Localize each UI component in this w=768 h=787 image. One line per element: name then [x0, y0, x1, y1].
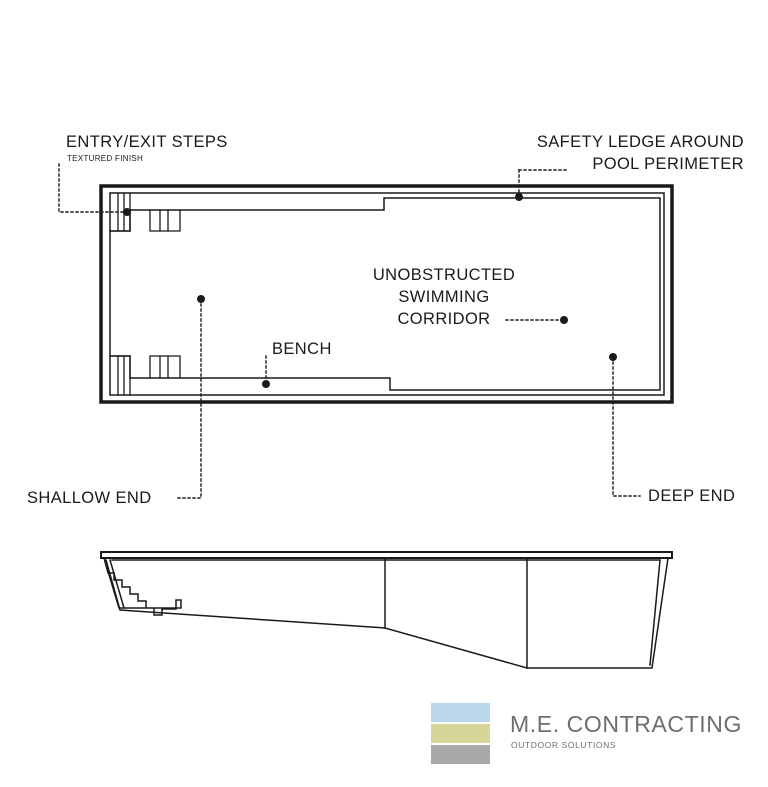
- entry-steps-bottom: [109, 355, 181, 396]
- logo-tagline: OUTDOOR SOLUTIONS: [511, 740, 617, 750]
- corridor-dot: [560, 316, 568, 324]
- shallow-end-dot: [197, 295, 205, 303]
- entry-steps-dot: [123, 208, 131, 216]
- logo-company-name: M.E. CONTRACTING: [510, 711, 742, 737]
- pool-outer-frame: [99, 184, 674, 404]
- safety-ledge-label-line1: SAFETY LEDGE AROUND: [536, 133, 744, 151]
- bench-dot: [262, 380, 270, 388]
- entry-steps-top: [109, 192, 181, 232]
- logo-swatch-blue: [431, 703, 490, 722]
- logo-swatch-yellow: [431, 724, 490, 743]
- entry-exit-steps-label: ENTRY/EXIT STEPS: [66, 133, 228, 151]
- logo-swatch-gray: [431, 745, 490, 764]
- leader-lines: [58, 163, 641, 499]
- deep-end-dot: [609, 353, 617, 361]
- corridor-label-line3: CORRIDOR: [397, 310, 491, 328]
- textured-finish-label: TEXTURED FINISH: [67, 154, 144, 163]
- bench-label: BENCH: [272, 340, 332, 358]
- deep-end-label: DEEP END: [648, 487, 736, 505]
- company-logo: M.E. CONTRACTING OUTDOOR SOLUTIONS: [431, 703, 751, 765]
- safety-ledge-outline: [109, 192, 665, 396]
- shallow-end-label: SHALLOW END: [27, 489, 152, 507]
- safety-ledge-label-line2: POOL PERIMETER: [592, 155, 744, 173]
- corridor-label-line2: SWIMMING: [398, 288, 490, 306]
- corridor-label-line1: UNOBSTRUCTED: [372, 266, 516, 284]
- pool-side-profile: [100, 551, 673, 669]
- safety-ledge-dot: [515, 193, 523, 201]
